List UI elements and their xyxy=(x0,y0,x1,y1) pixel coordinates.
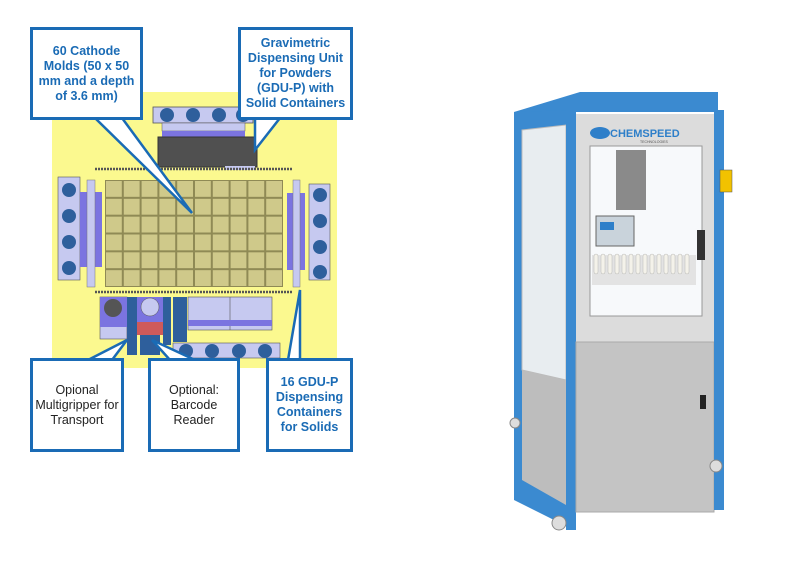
cathode-mold xyxy=(230,252,247,269)
callout-text: 60 Cathode Molds (50 x 50 mm and a depth… xyxy=(38,43,135,103)
cathode-mold xyxy=(106,234,122,251)
callout-barcode-reader: Optional: Barcode Reader xyxy=(148,358,240,452)
cathode-mold xyxy=(177,216,193,233)
cathode-mold xyxy=(266,198,282,215)
cathode-mold xyxy=(212,198,229,215)
cathode-mold xyxy=(212,216,229,233)
vial xyxy=(635,253,641,275)
cathode-mold xyxy=(248,252,265,269)
cathode-mold xyxy=(266,181,282,197)
cathode-mold xyxy=(177,270,193,286)
vial xyxy=(614,253,620,275)
vial xyxy=(684,253,690,275)
vial xyxy=(607,253,613,275)
right-containers xyxy=(287,179,331,288)
vial xyxy=(593,253,599,275)
vial xyxy=(621,253,627,275)
cathode-mold xyxy=(123,234,140,251)
cathode-mold xyxy=(248,234,265,251)
cathode-mold xyxy=(248,270,265,286)
cathode-mold xyxy=(106,216,122,233)
cathode-mold xyxy=(248,181,265,197)
vial xyxy=(670,253,676,275)
cathode-mold xyxy=(159,198,176,215)
callout-gdu-p: Gravimetric Dispensing Unit for Powders … xyxy=(238,27,353,120)
cathode-mold xyxy=(195,181,211,197)
chemspeed-logo-subtext: TECHNOLOGIES xyxy=(640,140,668,144)
cathode-mold xyxy=(177,181,193,197)
cathode-mold xyxy=(212,234,229,251)
cathode-mold xyxy=(123,198,140,215)
cathode-molds-grid xyxy=(105,180,283,287)
cathode-mold xyxy=(212,181,229,197)
vial xyxy=(663,253,669,275)
cathode-mold xyxy=(141,216,158,233)
cathode-mold xyxy=(141,181,158,197)
cathode-mold xyxy=(266,252,282,269)
cathode-mold xyxy=(123,270,140,286)
bottom-modules xyxy=(99,296,281,359)
vial xyxy=(677,253,683,275)
cathode-mold xyxy=(195,234,211,251)
callout-text: 16 GDU-P Dispensing Containers for Solid… xyxy=(275,375,344,434)
cathode-mold xyxy=(177,234,193,251)
cathode-mold xyxy=(195,198,211,215)
cathode-mold xyxy=(248,198,265,215)
callout-text: Optional: Barcode Reader xyxy=(168,382,220,427)
callout-gdu-containers: 16 GDU-P Dispensing Containers for Solid… xyxy=(266,358,353,452)
cathode-mold xyxy=(106,198,122,215)
cathode-mold xyxy=(159,252,176,269)
cathode-mold xyxy=(195,216,211,233)
vial xyxy=(600,253,606,275)
cathode-mold xyxy=(123,181,140,197)
callout-text: Opional Multigripper for Transport xyxy=(35,382,119,427)
machine-photo: CHEMSPEED TECHNOLOGIES xyxy=(509,92,733,531)
cathode-mold xyxy=(266,270,282,286)
chemspeed-logo: CHEMSPEED xyxy=(610,128,680,140)
vial xyxy=(642,253,648,275)
cathode-mold xyxy=(248,216,265,233)
cathode-mold xyxy=(230,216,247,233)
cathode-mold xyxy=(123,216,140,233)
cathode-mold xyxy=(141,252,158,269)
mold-tray xyxy=(105,180,283,287)
cathode-mold xyxy=(266,234,282,251)
vial xyxy=(656,253,662,275)
cathode-mold xyxy=(195,270,211,286)
cathode-mold xyxy=(212,252,229,269)
cathode-mold xyxy=(195,252,211,269)
vial xyxy=(628,253,634,275)
cathode-mold xyxy=(123,252,140,269)
cathode-mold xyxy=(159,216,176,233)
callout-text: Gravimetric Dispensing Unit for Powders … xyxy=(245,36,346,110)
cathode-mold xyxy=(230,181,247,197)
callout-cathode-molds: 60 Cathode Molds (50 x 50 mm and a depth… xyxy=(30,27,143,120)
cathode-mold xyxy=(106,181,122,197)
cathode-mold xyxy=(106,252,122,269)
cathode-mold xyxy=(159,234,176,251)
cathode-mold xyxy=(106,270,122,286)
cathode-mold xyxy=(212,270,229,286)
cathode-mold xyxy=(177,252,193,269)
cathode-mold xyxy=(230,270,247,286)
cathode-mold xyxy=(266,216,282,233)
cathode-mold xyxy=(141,198,158,215)
cathode-mold xyxy=(230,198,247,215)
cathode-mold xyxy=(159,270,176,286)
cathode-mold xyxy=(141,234,158,251)
left-containers xyxy=(57,176,102,288)
cathode-mold xyxy=(141,270,158,286)
vial xyxy=(649,253,655,275)
cathode-mold xyxy=(230,234,247,251)
callout-multigripper: Opional Multigripper for Transport xyxy=(30,358,124,452)
